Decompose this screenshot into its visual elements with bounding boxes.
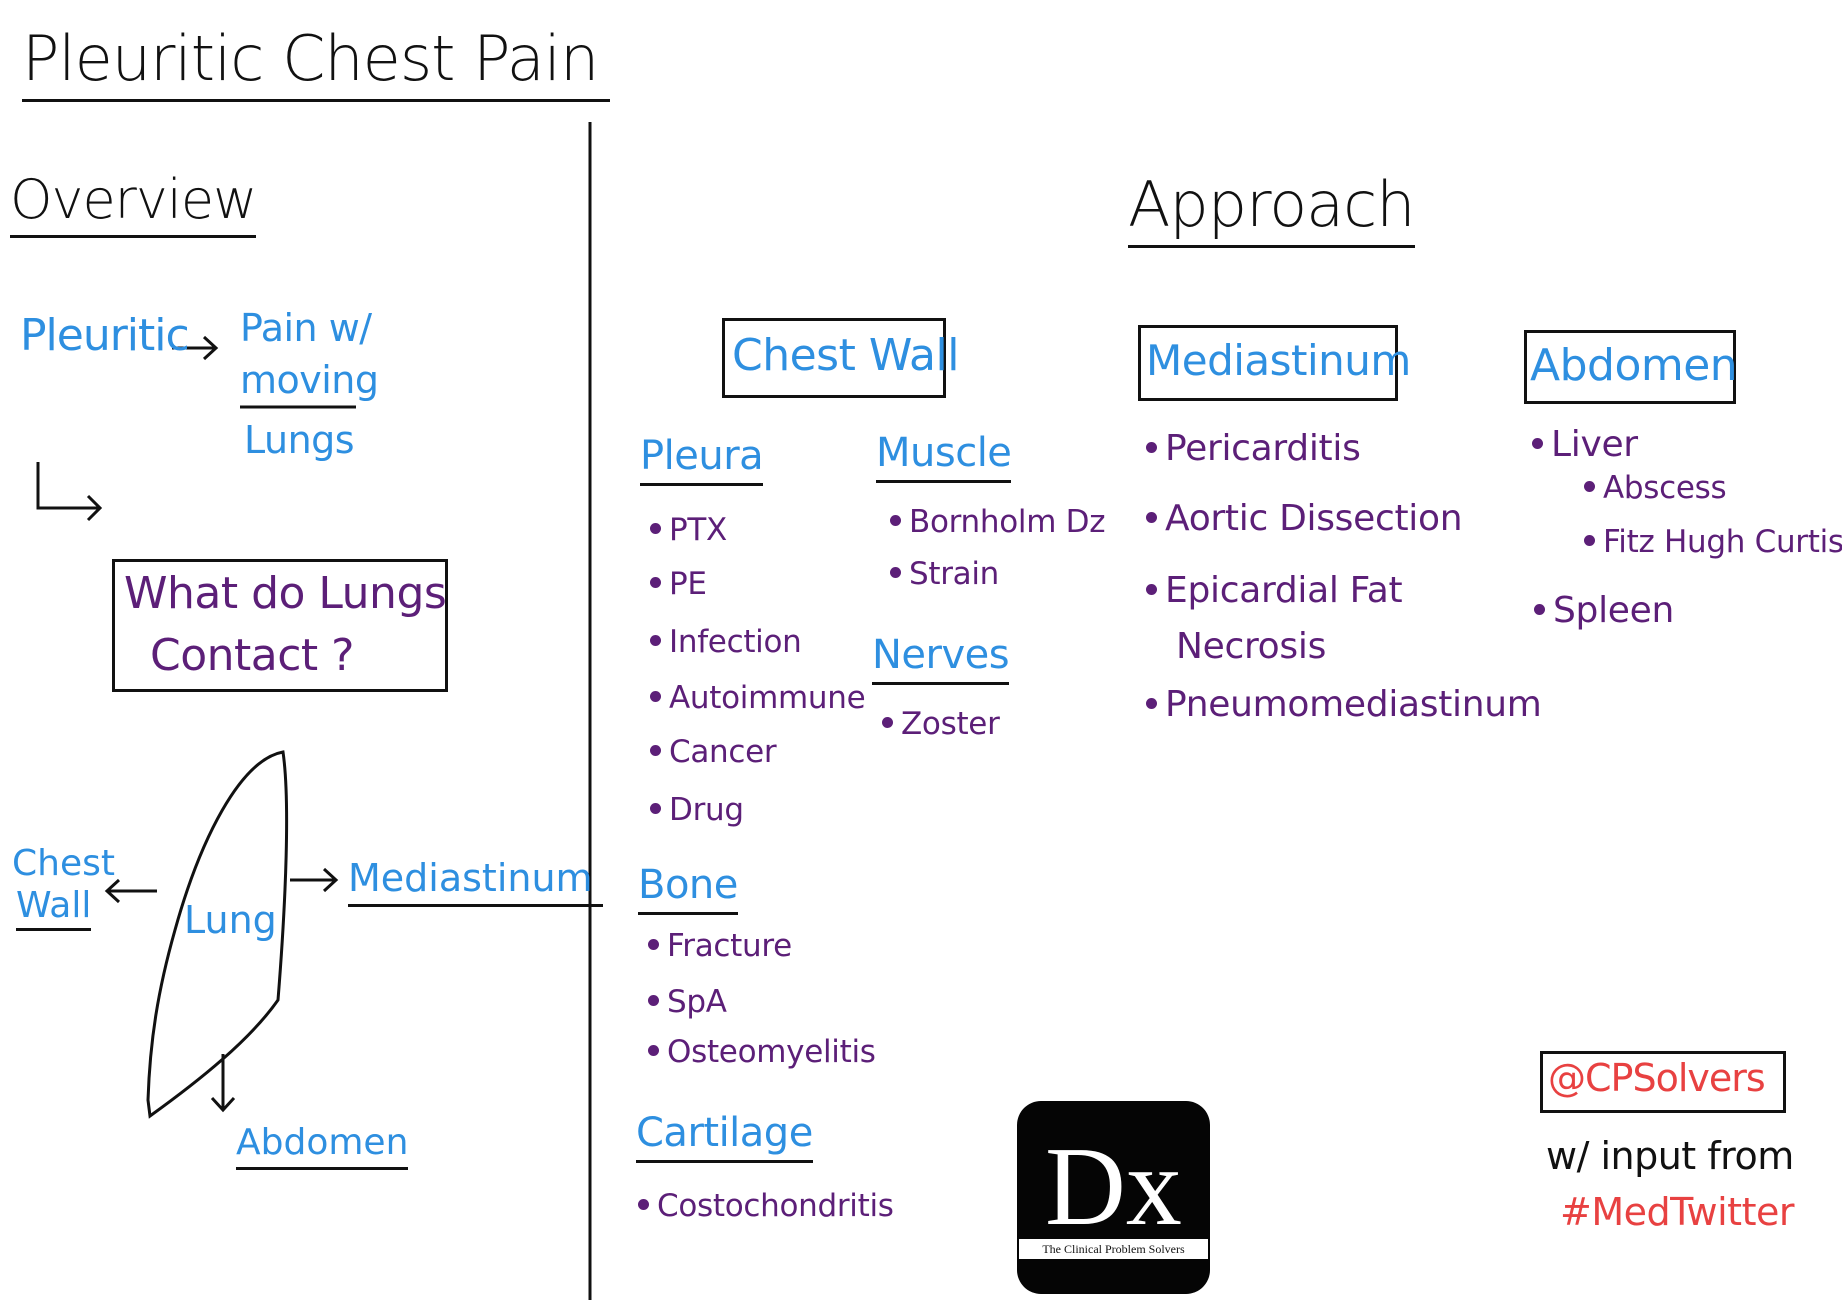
hashtag-text: #MedTwitter [1560, 1190, 1794, 1234]
pleura-heading: Pleura [640, 433, 763, 486]
bullet-icon [1532, 438, 1543, 449]
bullet-icon [650, 691, 661, 702]
definition-line-1: Pain w/ [240, 306, 372, 350]
bullet-icon [648, 1045, 659, 1056]
bullet-icon [890, 515, 901, 526]
abdomen-label: Abdomen [1530, 340, 1737, 391]
list-item: Autoimmune [650, 680, 865, 716]
page-title: Pleuritic Chest Pain [22, 22, 610, 102]
dx-logo: Dx The Clinical Problem Solvers [1017, 1101, 1210, 1294]
list-item: Abscess [1584, 470, 1726, 506]
bullet-icon [650, 803, 661, 814]
list-item: Epicardial Fat [1146, 570, 1402, 611]
input-from-text: w/ input from [1546, 1134, 1794, 1178]
definition-line-3: Lungs [244, 418, 354, 462]
abdomen-target: Abdomen [236, 1122, 408, 1170]
list-item: Osteomyelitis [648, 1034, 876, 1070]
bullet-icon [638, 1199, 649, 1210]
approach-heading: Approach [1128, 168, 1415, 248]
bullet-icon [1584, 481, 1595, 492]
definition-line-2: moving [240, 358, 379, 402]
mediastinum-label: Mediastinum [1146, 336, 1411, 385]
chest-wall-line-1: Chest [12, 846, 115, 882]
list-item: Drug [650, 792, 744, 828]
list-item: PTX [650, 512, 727, 548]
list-item: Fitz Hugh Curtis [1584, 524, 1842, 560]
bullet-icon [1146, 584, 1157, 595]
pleuritic-term: Pleuritic [20, 310, 189, 361]
bullet-icon [1584, 535, 1595, 546]
list-item: Infection [650, 624, 802, 660]
question-line-1: What do Lungs [124, 568, 446, 619]
question-line-2: Contact ? [150, 630, 354, 681]
list-item: PE [650, 566, 707, 602]
list-item: SpA [648, 984, 727, 1020]
list-item: Liver [1532, 424, 1638, 465]
bullet-icon [1146, 512, 1157, 523]
list-item: Pericarditis [1146, 428, 1361, 469]
list-item: Fracture [648, 928, 792, 964]
bullet-icon [650, 745, 661, 756]
list-item: Bornholm Dz [890, 504, 1105, 540]
chest-wall-label: Chest Wall [732, 330, 959, 381]
bullet-icon [1146, 442, 1157, 453]
handle-text: @CPSolvers [1548, 1056, 1765, 1100]
muscle-heading: Muscle [876, 430, 1011, 483]
mediastinum-target: Mediastinum [348, 856, 603, 907]
bullet-icon [650, 635, 661, 646]
bullet-icon [650, 577, 661, 588]
bullet-icon [648, 995, 659, 1006]
bullet-icon [1534, 604, 1545, 615]
list-item: Zoster [882, 706, 1000, 742]
bullet-icon [1146, 698, 1157, 709]
bone-heading: Bone [638, 862, 738, 915]
nerves-heading: Nerves [872, 632, 1009, 685]
list-item: Aortic Dissection [1146, 498, 1462, 539]
list-item: Costochondritis [638, 1188, 894, 1224]
chest-wall-line-2: Wall [16, 888, 91, 931]
bullet-icon [648, 939, 659, 950]
logo-text: Dx [1017, 1131, 1210, 1243]
list-item: Cancer [650, 734, 776, 770]
list-item: Spleen [1534, 590, 1674, 631]
list-item: Strain [890, 556, 999, 592]
logo-caption: The Clinical Problem Solvers [1019, 1239, 1208, 1259]
cartilage-heading: Cartilage [636, 1110, 813, 1163]
arrow-down-icon [212, 1054, 234, 1110]
bent-arrow-icon [38, 462, 100, 520]
list-item: Pneumomediastinum [1146, 684, 1542, 725]
overview-heading: Overview [10, 168, 256, 238]
bullet-icon [882, 717, 893, 728]
bullet-icon [650, 523, 661, 534]
list-item-continued: Necrosis [1176, 626, 1326, 667]
arrow-right-icon [290, 869, 336, 891]
lung-label: Lung [184, 898, 277, 942]
bullet-icon [890, 567, 901, 578]
